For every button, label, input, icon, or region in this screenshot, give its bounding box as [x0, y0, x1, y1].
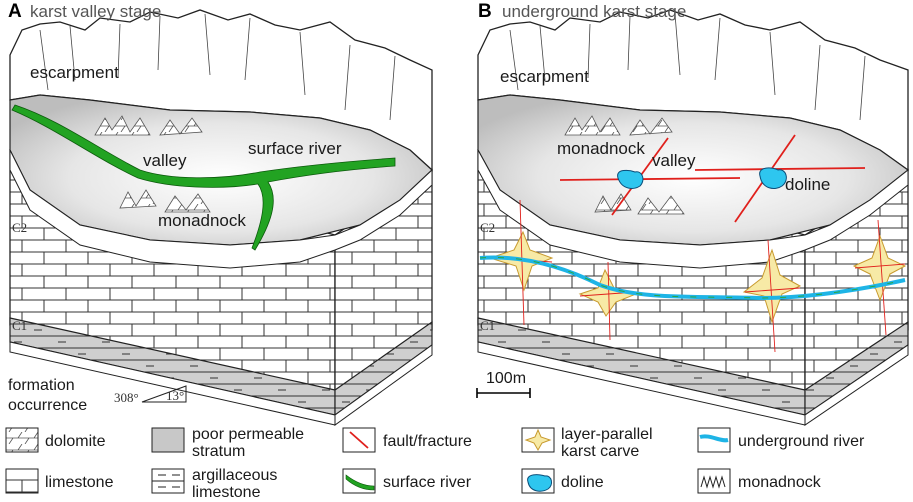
doline-label-b: doline [785, 175, 830, 194]
formation-dip: 13° [166, 388, 184, 403]
escarpment-label-a: escarpment [30, 63, 119, 82]
legend-limestone: limestone [45, 474, 114, 491]
legend-surface-river: surface river [383, 474, 472, 491]
legend-monadnock-swatch [697, 468, 731, 494]
legend-limestone-swatch [5, 468, 39, 494]
legend-doline: doline [561, 474, 604, 491]
legend-karst-carve-1: layer-parallel [561, 426, 653, 443]
scale-label: 100m [486, 370, 526, 387]
c1-label-b: C1 [480, 318, 495, 333]
legend-karst-carve-2: karst carve [561, 443, 639, 460]
dip-symbol [141, 385, 187, 403]
surface-river-label-a: surface river [248, 139, 342, 158]
legend-poor-permeable-1: poor permeable [192, 426, 304, 443]
formation-label-2: occurrence [8, 397, 87, 414]
legend-argillaceous-2: limestone [192, 484, 261, 501]
escarpment-label-b: escarpment [500, 67, 589, 86]
legend-argillaceous-1: argillaceous [192, 467, 277, 484]
valley-label-b: valley [652, 151, 696, 170]
surface-river-a [11, 104, 396, 251]
formation-strike: 308° [114, 390, 139, 405]
panel-b-letter: B [478, 1, 492, 22]
legend-poor-permeable-swatch [151, 427, 185, 453]
panel-a-letter: A [8, 1, 22, 22]
legend-poor-permeable-2: stratum [192, 443, 245, 460]
legend-fault: fault/fracture [383, 433, 472, 450]
c2-label-a: C2 [12, 220, 27, 235]
legend-underground-river: underground river [738, 433, 865, 450]
legend-monadnock: monadnock [738, 474, 822, 491]
monadnock-label-b: monadnock [557, 139, 645, 158]
legend-dolomite-swatch [5, 427, 39, 453]
panel-b-title: underground karst stage [502, 2, 686, 21]
formation-label-1: formation [8, 377, 75, 394]
panel-a-title: karst valley stage [30, 2, 161, 21]
c2-label-b: C2 [480, 220, 495, 235]
valley-label-a: valley [143, 151, 187, 170]
c1-label-a: C1 [12, 318, 27, 333]
monadnock-label-a: monadnock [158, 211, 246, 230]
legend-dolomite: dolomite [45, 433, 106, 450]
doline-shapes-b [617, 167, 787, 189]
panel-a-block [9, 9, 433, 426]
underground-river-b [479, 255, 906, 301]
legend: dolomite limestone poor permeable stratu… [5, 426, 865, 501]
panel-b-block [477, 9, 909, 426]
scale-bar [476, 388, 531, 398]
